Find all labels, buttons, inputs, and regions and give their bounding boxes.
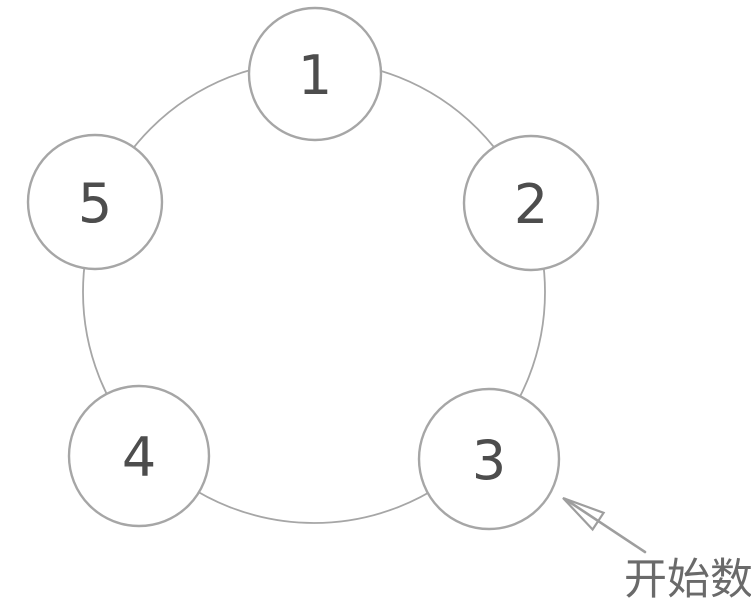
node-label: 4 [122,426,156,489]
arrow-shaft-line [563,497,647,554]
node-circle [417,387,561,531]
node-3: 3 [417,387,561,531]
node-label: 3 [472,429,506,492]
start-counting-label: 开始数 [624,555,751,603]
start-arrow [562,496,647,554]
node-2: 2 [462,134,600,272]
node-1: 1 [247,6,383,142]
node-circle [26,133,164,271]
node-label: 5 [78,172,112,235]
node-label: 2 [514,173,548,236]
node-5: 5 [26,133,164,271]
node-label: 1 [298,44,332,107]
node-4: 4 [67,384,211,528]
node-circle [247,6,383,142]
node-circle [462,134,600,272]
open-arrowhead-icon [562,496,606,532]
node-circle [67,384,211,528]
